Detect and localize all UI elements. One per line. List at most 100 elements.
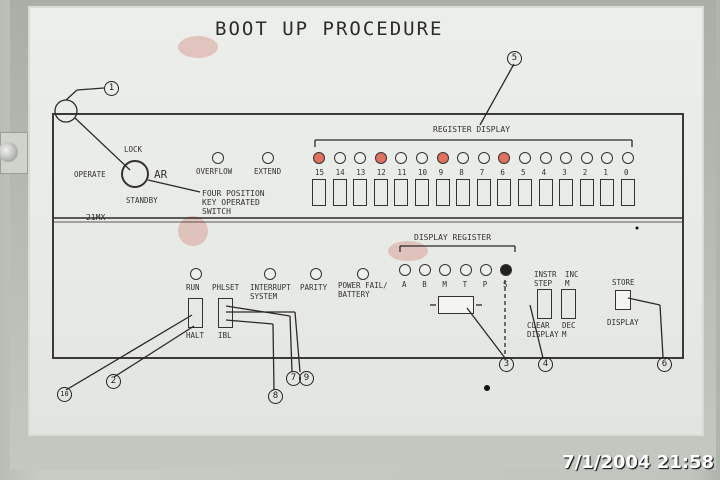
register-letter: M (442, 280, 447, 289)
bit-switch-2[interactable] (579, 179, 594, 206)
phlset-label: PHLSET (212, 283, 240, 292)
run-halt-switch[interactable] (188, 298, 203, 328)
stain (178, 36, 218, 58)
ar-label: AR (154, 168, 168, 181)
bit-switch-7[interactable] (476, 179, 491, 206)
bit-lamp-4 (539, 152, 552, 164)
timestamp-overlay: 7/1/2004 21:58 (562, 452, 714, 473)
display-label: DISPLAY (607, 318, 639, 327)
register-display-label: REGISTER DISPLAY (433, 125, 511, 134)
bit-label: 9 (438, 168, 444, 177)
register-lamp-p (479, 264, 492, 276)
register-letter: A (402, 280, 407, 289)
power-fail-lamp (357, 268, 369, 280)
phlset-ibl-switch[interactable] (218, 298, 233, 328)
register-letter: S (503, 280, 508, 289)
ibl-label: IBL (218, 331, 232, 340)
bit-label: 2 (582, 168, 588, 177)
register-lamp-t (459, 264, 472, 276)
bit-switch-11[interactable] (394, 179, 409, 206)
bit-lamp-13 (354, 152, 367, 164)
store-switch[interactable] (615, 290, 631, 310)
run-label: RUN (186, 283, 200, 292)
bit-switch-12[interactable] (373, 179, 388, 206)
halt-label: HALT (186, 331, 205, 340)
bit-lamp-5 (519, 152, 531, 164)
bit-label: 11 (397, 168, 407, 177)
bit-label: 8 (459, 168, 464, 177)
extend-label: EXTEND (254, 167, 282, 176)
bit-lamp-2 (580, 152, 593, 164)
callout-10: 10 (57, 387, 72, 402)
front-panel-diagram (52, 113, 684, 359)
register-letter: B (422, 280, 427, 289)
bit-lamp-12 (374, 152, 387, 164)
screw-icon (0, 142, 18, 162)
run-lamp (190, 268, 202, 280)
bit-switch-9[interactable] (435, 179, 450, 206)
bit-switch-6[interactable] (497, 179, 512, 206)
lock-label: LOCK (124, 145, 143, 154)
bit-switch-4[interactable] (538, 179, 553, 206)
page-title: BOOT UP PROCEDURE (215, 18, 444, 40)
bit-switch-13[interactable] (353, 179, 368, 206)
inc-dec-switch[interactable] (561, 289, 576, 319)
register-select-switch[interactable] (438, 296, 474, 314)
bit-label: 13 (356, 168, 366, 177)
bit-label: 5 (521, 168, 526, 177)
bit-label: 14 (335, 168, 345, 177)
register-lamp-a (399, 264, 411, 276)
bit-label: 15 (315, 168, 325, 177)
bit-switch-8[interactable] (456, 179, 471, 206)
callout-5: 5 (507, 51, 522, 66)
bit-lamp-14 (333, 152, 346, 164)
bit-switch-0[interactable] (621, 179, 635, 206)
standby-label: STANDBY (126, 196, 158, 205)
bit-lamp-8 (457, 152, 470, 164)
bit-lamp-6 (498, 152, 511, 164)
procedure-sheet (28, 6, 704, 436)
instr-step-switch[interactable] (537, 289, 552, 319)
bit-label: 3 (562, 168, 567, 177)
bit-lamp-9 (436, 152, 449, 164)
bit-lamp-0 (622, 152, 634, 164)
bit-lamp-10 (416, 152, 428, 164)
bit-lamp-15 (313, 152, 325, 164)
power-fail-label: POWER FAIL/BATTERY (338, 281, 388, 299)
bit-lamp-1 (601, 152, 614, 164)
bit-label: 10 (418, 168, 428, 177)
bit-switch-10[interactable] (415, 179, 429, 206)
extend-lamp (262, 152, 274, 164)
operate-label: OPERATE (74, 170, 106, 179)
bit-lamp-11 (395, 152, 408, 164)
register-lamp-s (500, 264, 512, 276)
bit-switch-3[interactable] (559, 179, 574, 206)
overflow-label: OVERFLOW (196, 167, 233, 176)
register-letter: T (462, 280, 468, 289)
bit-switch-14[interactable] (332, 179, 347, 206)
register-lamp-m (439, 264, 452, 276)
bit-switch-5[interactable] (518, 179, 532, 206)
bit-switch-1[interactable] (600, 179, 615, 206)
callout-2: 2 (106, 374, 121, 389)
callout-6: 6 (657, 357, 672, 372)
bit-lamp-3 (560, 152, 573, 164)
bit-switch-15[interactable] (312, 179, 326, 206)
register-letter: P (482, 280, 488, 289)
bit-label: 12 (376, 168, 386, 177)
bit-label: 1 (603, 168, 608, 177)
overflow-lamp (212, 152, 224, 164)
interrupt-lamp (264, 268, 276, 280)
callout-1: 1 (104, 81, 119, 96)
callout-4: 4 (538, 357, 553, 372)
register-lamp-b (419, 264, 432, 276)
bit-lamp-7 (477, 152, 490, 164)
bit-label: 4 (541, 168, 547, 177)
key-switch-icon (121, 160, 149, 188)
stain (178, 216, 208, 246)
